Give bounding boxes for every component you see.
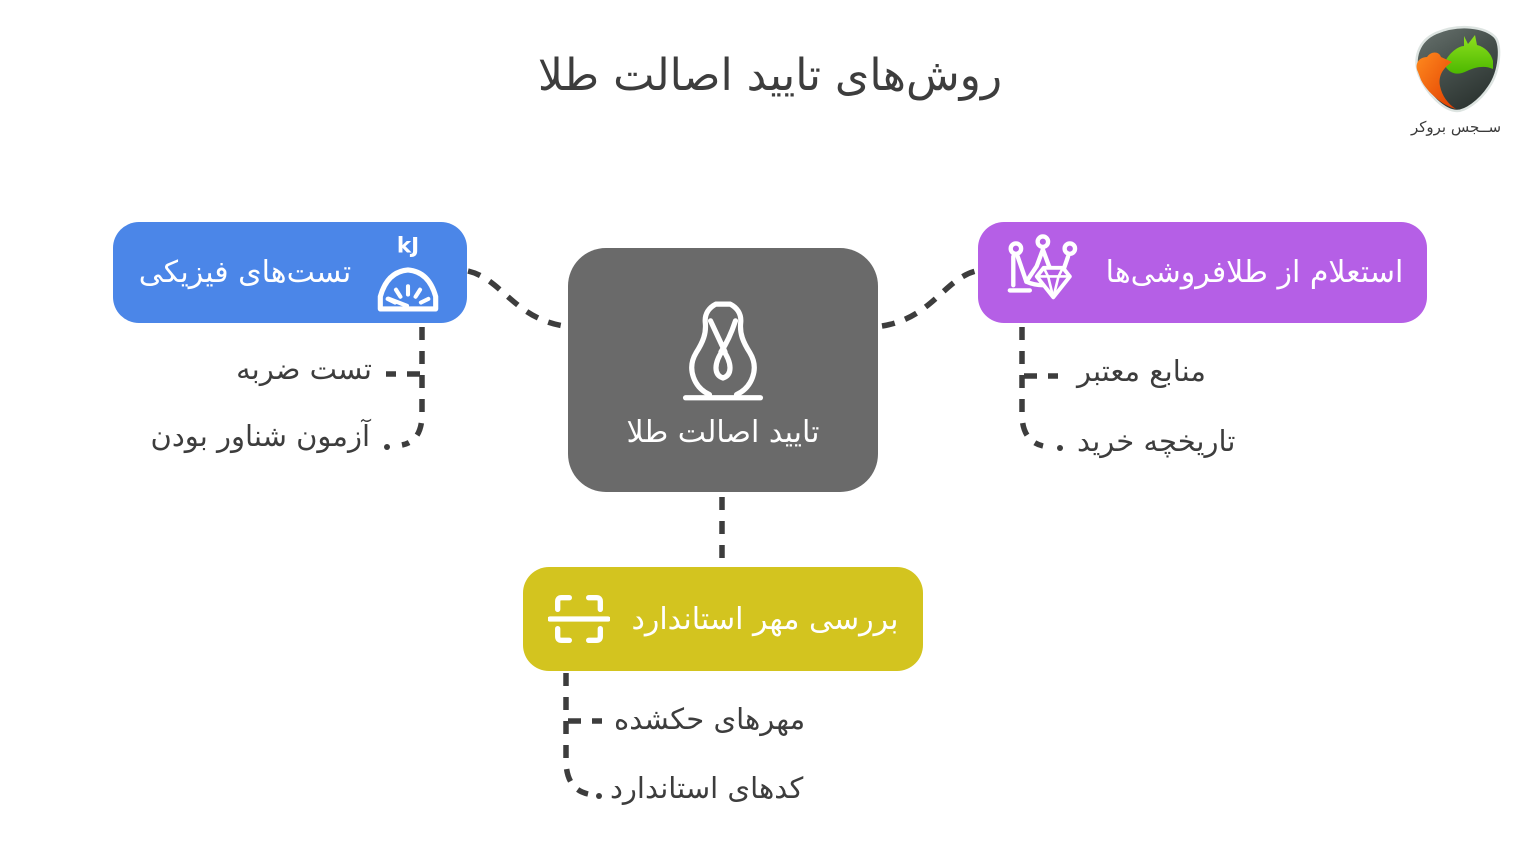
seller-inquiry-label: استعلام از طلافروشی‌ها	[1105, 255, 1404, 290]
node-gold-authenticity: تایید اصالت طلا	[568, 248, 878, 492]
crown-diamond-icon	[1007, 233, 1077, 299]
brand-logo: ســجس بروکر	[1398, 22, 1514, 136]
connector-center-physical	[467, 268, 565, 329]
logo-shield-icon	[1415, 26, 1501, 113]
connector-endpoint-dot	[596, 793, 602, 799]
standard-stamp-label: بررسی مهر استاندارد	[631, 601, 899, 637]
logo-wordmark: ســجس بروکر	[1410, 118, 1502, 136]
leaf-engraved-stamps: مهرهای حکشده	[614, 702, 806, 736]
leaf-float-test: آزمون شناور بودن	[150, 419, 370, 453]
connector-physical-children	[401, 327, 425, 448]
page-title: روش‌های تایید اصالت طلا	[537, 50, 1003, 101]
node-standard-stamp: بررسی مهر استاندارد	[523, 567, 923, 671]
leaf-standard-codes: کدهای استاندارد	[610, 771, 804, 805]
connector-center-inquiry	[881, 268, 977, 329]
svg-text:kJ: kJ	[397, 233, 419, 258]
node-seller-inquiry: استعلام از طلافروشی‌ها	[978, 222, 1427, 323]
center-node-label: تایید اصالت طلا	[626, 414, 820, 450]
necklace-bust-icon	[682, 301, 764, 400]
physical-tests-label: تست‌های فیزیکی	[138, 255, 352, 290]
leaf-impact-test: تست ضربه	[236, 352, 372, 386]
leaf-reliable-sources: منابع معتبر	[1077, 354, 1206, 388]
connector-endpoint-dot	[384, 444, 390, 450]
connector-endpoint-dot	[1057, 445, 1063, 451]
scale-kj-icon: kJ	[377, 233, 439, 311]
scan-frame-icon	[547, 595, 610, 643]
connector-inquiry-children	[1019, 327, 1044, 449]
node-physical-tests: تست‌های فیزیکی kJ	[113, 222, 467, 323]
connector-standard-children	[563, 673, 589, 797]
leaf-purchase-history: تاریخچه خرید	[1077, 424, 1236, 458]
